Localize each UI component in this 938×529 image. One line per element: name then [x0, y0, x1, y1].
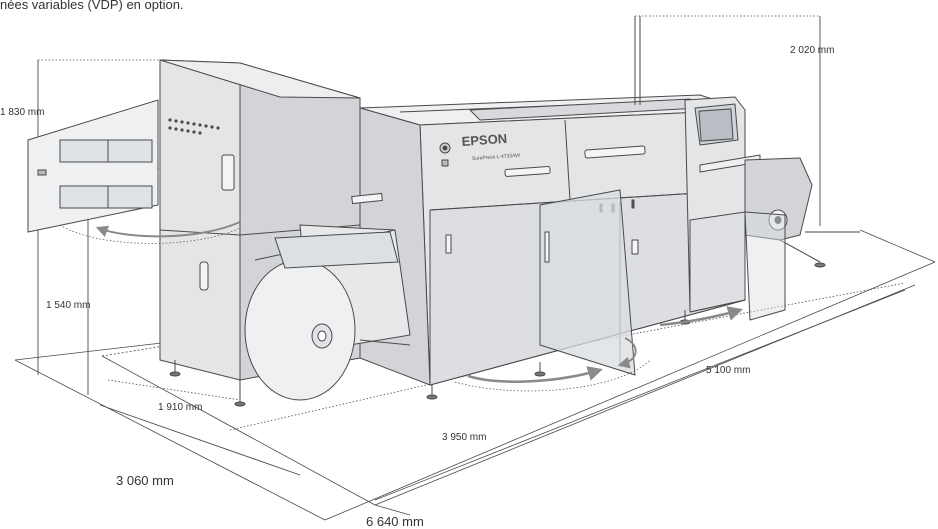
caption-fragment: nées variables (VDP) en option.	[0, 0, 184, 12]
dimension-depth-unwinder: 1 910 mm	[158, 402, 203, 413]
right-door-swing-arrow	[659, 306, 743, 327]
front-door-swing-arrow	[467, 366, 603, 383]
dimension-height-door: 1 830 mm	[0, 107, 45, 118]
dimension-length-total: 5 100 mm	[706, 365, 751, 376]
door-swing-arrow	[95, 221, 241, 238]
dimension-length-overall: 6 640 mm	[366, 514, 424, 529]
front-open-door	[539, 189, 636, 376]
left-open-door	[27, 99, 159, 233]
rewinder-unit	[634, 16, 860, 321]
model-label: SurePress L-4733AW	[472, 153, 521, 162]
dimension-length-body: 3 950 mm	[442, 432, 487, 443]
dimension-height-unwinder: 1 540 mm	[46, 300, 91, 311]
dimension-depth-total: 3 060 mm	[116, 473, 174, 488]
dimension-height-max: 2 020 mm	[790, 45, 835, 56]
paper-roll	[244, 192, 411, 401]
epson-logo: EPSON	[461, 131, 507, 149]
